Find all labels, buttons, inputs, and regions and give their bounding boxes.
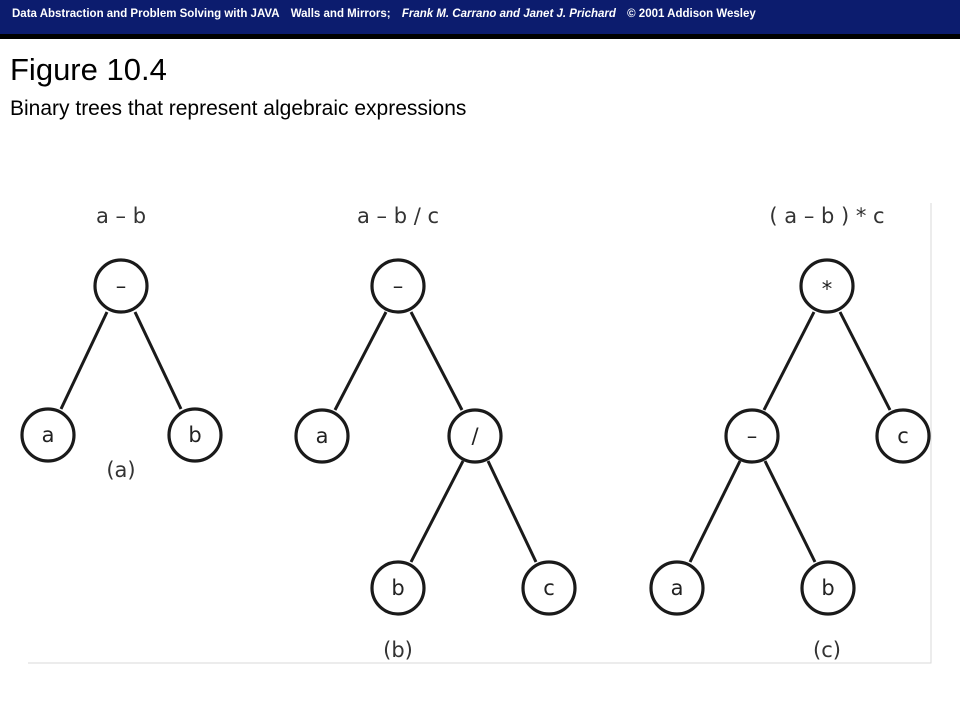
figure-frame: [28, 203, 932, 664]
tree-b-edge-2: [409, 311, 464, 411]
tree-a-caption: (a): [106, 458, 135, 482]
tree-a: a – b – a b (a): [20, 204, 223, 482]
page-title: Figure 10.4: [10, 52, 167, 87]
tree-a-node-2: a: [20, 407, 76, 463]
tree-b-caption: (b): [383, 638, 413, 662]
tree-a-node-1: –: [93, 258, 149, 314]
node-label: a: [316, 424, 329, 448]
node-label: b: [821, 576, 834, 600]
node-label: *: [822, 277, 833, 301]
tree-b-node-5: c: [521, 560, 577, 616]
page-subtitle: Binary trees that represent algebraic ex…: [10, 97, 467, 120]
tree-a-edge-2: [133, 311, 183, 410]
book-authors: Frank M. Carrano and Janet J. Prichard: [401, 8, 616, 20]
book-title: Data Abstraction and Problem Solving wit…: [12, 8, 280, 20]
header-banner: Data Abstraction and Problem Solving wit…: [0, 0, 960, 34]
node-label: c: [897, 424, 909, 448]
book-subtitle: Walls and Mirrors;: [290, 8, 391, 20]
header-rule: [0, 34, 960, 39]
tree-a-expression: a – b: [96, 204, 146, 228]
tree-c-edge-1: [762, 311, 816, 411]
tree-b-expression: a – b / c: [357, 204, 439, 228]
tree-c-edge-2: [838, 311, 892, 411]
tree-c-node-5: b: [800, 560, 856, 616]
tree-b-edge-3: [409, 460, 465, 563]
tree-c: ( a – b ) * c * – c a b (c): [649, 204, 931, 662]
tree-c-node-4: a: [649, 560, 705, 616]
tree-a-edge-1: [59, 311, 109, 410]
node-label: /: [471, 424, 479, 448]
node-label: c: [543, 576, 555, 600]
tree-c-node-2: –: [724, 408, 780, 464]
tree-a-node-3: b: [167, 407, 223, 463]
tree-b-node-4: b: [370, 560, 426, 616]
node-label: –: [116, 274, 127, 298]
node-label: a: [671, 576, 684, 600]
tree-c-edge-4: [763, 460, 817, 563]
tree-b-edge-1: [333, 311, 388, 411]
node-label: –: [393, 274, 404, 298]
tree-c-edge-3: [688, 460, 742, 563]
book-copyright: © 2001 Addison Wesley: [627, 8, 756, 20]
node-label: b: [391, 576, 404, 600]
tree-b-edge-4: [486, 460, 538, 563]
node-label: a: [42, 423, 55, 447]
tree-b-node-1: –: [370, 258, 426, 314]
tree-b: a – b / c – a / b c (b): [294, 204, 577, 662]
node-label: –: [747, 424, 758, 448]
tree-c-node-3: c: [875, 408, 931, 464]
tree-b-node-2: a: [294, 408, 350, 464]
tree-c-caption: (c): [813, 638, 841, 662]
tree-c-node-1: *: [799, 258, 855, 314]
tree-c-expression: ( a – b ) * c: [769, 204, 884, 228]
tree-b-node-3: /: [447, 408, 503, 464]
node-label: b: [188, 423, 201, 447]
